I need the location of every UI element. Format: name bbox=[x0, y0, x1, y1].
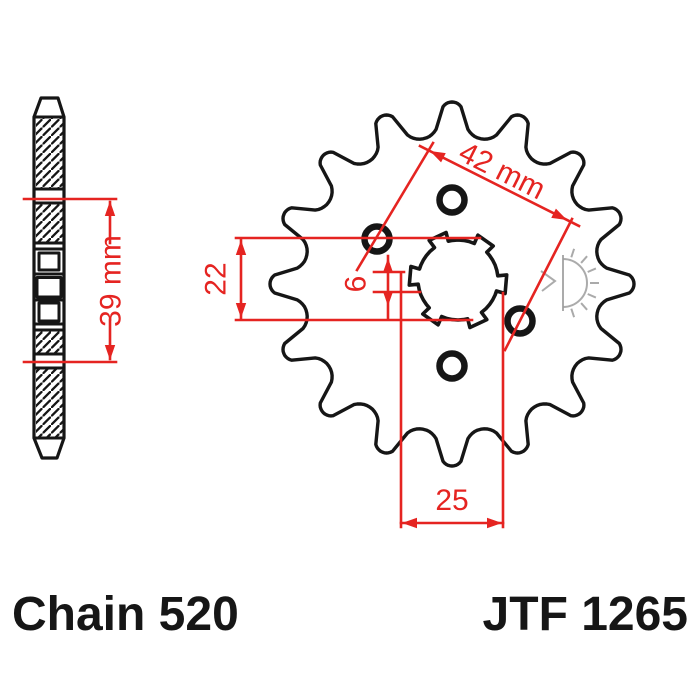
dimension-39mm: 39 mm bbox=[22, 197, 128, 364]
hatch-section bbox=[36, 204, 63, 242]
dimension-25: 25 bbox=[399, 271, 505, 529]
dimension-6: 6 bbox=[340, 254, 422, 320]
chain-size-label: Chain 520 bbox=[12, 588, 239, 641]
dimension-label-22: 22 bbox=[200, 262, 233, 295]
dimension-label-39mm: 39 mm bbox=[95, 235, 128, 327]
front-sprocket-view bbox=[268, 100, 636, 468]
dimension-label-25: 25 bbox=[435, 484, 468, 517]
hatch-section bbox=[36, 331, 63, 353]
watermark-arrow-icon bbox=[540, 270, 557, 292]
bolt-hole bbox=[504, 305, 536, 337]
side-view-separators bbox=[32, 115, 66, 440]
hatch-section bbox=[36, 369, 63, 437]
sun-watermark-icon bbox=[540, 248, 599, 318]
hatch-section bbox=[36, 118, 63, 188]
bolt-hole bbox=[436, 350, 468, 382]
part-number-label: JTF 1265 bbox=[483, 588, 688, 641]
hub-blocks bbox=[35, 251, 63, 323]
bolt-hole bbox=[436, 184, 468, 216]
dimension-22: 22 bbox=[200, 236, 482, 322]
side-section-view bbox=[32, 96, 66, 460]
side-view-outline bbox=[32, 96, 66, 460]
dimension-label-6: 6 bbox=[340, 276, 373, 293]
